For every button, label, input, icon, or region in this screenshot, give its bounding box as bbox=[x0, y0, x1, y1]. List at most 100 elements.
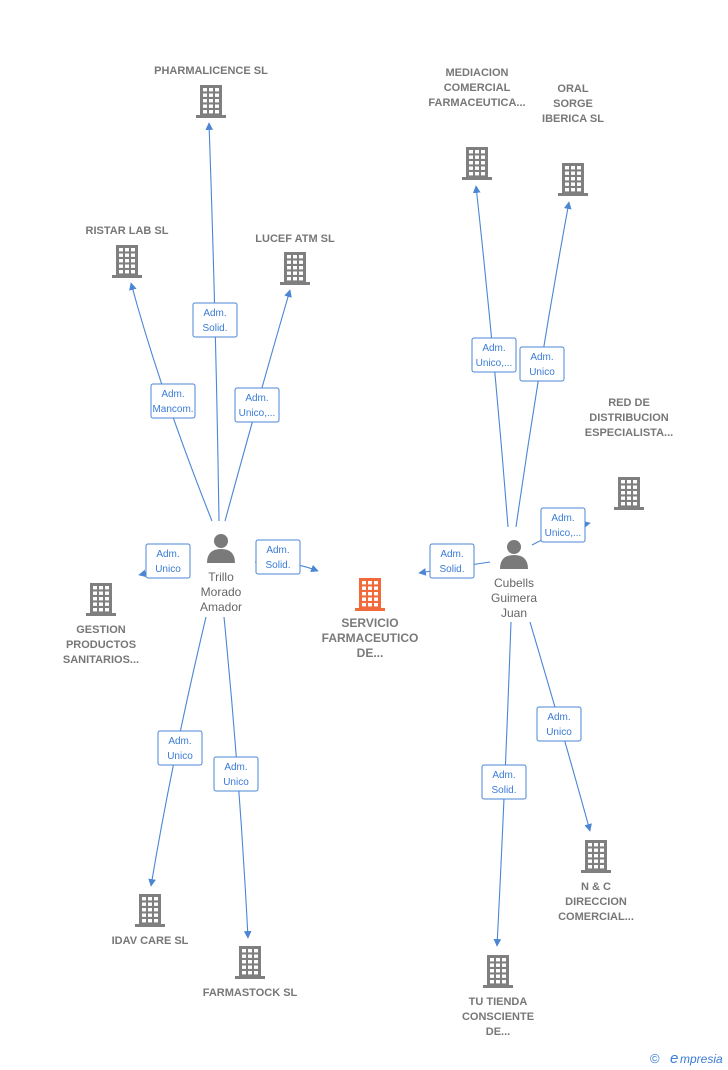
role-label-text: Adm. bbox=[161, 389, 184, 400]
node-label-line: SERVICIO bbox=[341, 616, 398, 630]
role-label[interactable]: Adm. Unico bbox=[519, 346, 565, 382]
role-label[interactable]: Adm. Unico bbox=[536, 706, 582, 742]
node-label-line: PHARMALICENCE SL bbox=[154, 65, 268, 77]
node-label-line: FARMACEUTICO bbox=[322, 631, 419, 645]
role-label[interactable]: Adm. Mancom. bbox=[150, 383, 196, 419]
role-label[interactable]: Adm.Unico bbox=[157, 730, 203, 766]
node-label-line: IBERICA SL bbox=[542, 113, 604, 125]
focus-company-node[interactable]: SERVICIOFARMACEUTICODE... bbox=[322, 578, 419, 660]
node-label-line: Guimera bbox=[491, 591, 537, 605]
role-label-text: Adm. bbox=[156, 549, 179, 560]
role-label[interactable]: Adm. Solid. bbox=[192, 302, 238, 338]
node-label-line: CONSCIENTE bbox=[462, 1011, 534, 1023]
company-node-oral[interactable]: ORAL SORGE IBERICA SL bbox=[542, 83, 604, 196]
company-node-mediacion[interactable]: MEDIACION COMERCIAL FARMACEUTICA... bbox=[428, 67, 526, 180]
role-label[interactable]: Adm.Unico bbox=[145, 543, 191, 579]
node-label-line: DE... bbox=[486, 1026, 510, 1038]
building-icon bbox=[135, 894, 165, 927]
node-label-line: ESPECIALISTA... bbox=[585, 427, 673, 439]
edge-trillo-ristar: Adm. Mancom. bbox=[129, 282, 213, 522]
role-label-text: Solid. bbox=[265, 560, 290, 571]
copyright-symbol: © bbox=[650, 1051, 660, 1066]
node-label-line: Juan bbox=[501, 606, 527, 620]
building-icon bbox=[581, 840, 611, 873]
building-icon bbox=[112, 245, 142, 278]
role-label-text: Adm. bbox=[203, 308, 226, 319]
role-label-box bbox=[540, 507, 586, 543]
node-label-line: DISTRIBUCION bbox=[589, 412, 669, 424]
role-label-text: Unico bbox=[529, 367, 555, 378]
watermark-logo-letter: e bbox=[670, 1050, 678, 1067]
role-label-box bbox=[536, 706, 582, 742]
role-label[interactable]: Adm. Solid. bbox=[429, 543, 475, 579]
company-node-idav[interactable]: IDAV CARE SL bbox=[112, 894, 189, 947]
edge-cubells-oral: Adm. Unico bbox=[515, 201, 572, 528]
company-node-lucef[interactable]: LUCEF ATM SL bbox=[255, 233, 335, 285]
node-label-line: SANITARIOS... bbox=[63, 654, 139, 666]
role-label-text: Unico,... bbox=[239, 408, 276, 419]
edge-cubells-mediacion: Adm.Unico,... bbox=[471, 185, 517, 528]
role-label[interactable]: Adm.Unico,... bbox=[540, 507, 586, 543]
role-label-text: Adm. bbox=[266, 545, 289, 556]
role-label[interactable]: Adm.Unico bbox=[213, 756, 259, 792]
node-label-line: TU TIENDA bbox=[469, 996, 528, 1008]
node-label-line: RED DE bbox=[608, 397, 650, 409]
building-icon bbox=[235, 946, 265, 979]
company-node-tutienda[interactable]: TU TIENDA CONSCIENTE DE... bbox=[462, 955, 534, 1038]
role-label-text: Solid. bbox=[202, 323, 227, 334]
role-label[interactable]: Adm.Solid. bbox=[481, 764, 527, 800]
node-label-line: PRODUCTOS bbox=[66, 639, 136, 651]
role-label[interactable]: Adm.Unico,... bbox=[234, 387, 280, 423]
building-icon bbox=[196, 85, 226, 118]
company-node-nc[interactable]: N & CDIRECCIONCOMERCIAL... bbox=[558, 840, 634, 923]
role-label-text: Adm. bbox=[440, 549, 463, 560]
role-label-text: Adm. bbox=[547, 712, 570, 723]
node-label-line: FARMACEUTICA... bbox=[428, 97, 525, 109]
role-label-box bbox=[213, 756, 259, 792]
nodes-layer: PHARMALICENCE SL RISTAR LAB SL LUCEF ATM S… bbox=[63, 65, 673, 1038]
company-node-ristar[interactable]: RISTAR LAB SL bbox=[86, 225, 169, 278]
role-label-text: Unico bbox=[546, 727, 572, 738]
role-label-text: Unico,... bbox=[476, 358, 513, 369]
building-icon bbox=[86, 583, 116, 616]
edge-cubells-nc: Adm. Unico bbox=[529, 621, 592, 832]
company-node-red[interactable]: RED DE DISTRIBUCION ESPECIALISTA... bbox=[585, 397, 673, 510]
role-label[interactable]: Adm. Solid. bbox=[255, 539, 301, 575]
role-label-box bbox=[471, 337, 517, 373]
role-label-text: Solid. bbox=[439, 564, 464, 575]
node-label-line: ORAL bbox=[557, 83, 588, 95]
role-label-text: Adm. bbox=[224, 762, 247, 773]
building-icon bbox=[355, 578, 385, 611]
role-label-box bbox=[429, 543, 475, 579]
node-label-line: Amador bbox=[200, 600, 242, 614]
role-label-text: Adm. bbox=[530, 352, 553, 363]
node-label-line: GESTION bbox=[76, 624, 126, 636]
role-label-box bbox=[145, 543, 191, 579]
edge-trillo-farmastock: Adm.Unico bbox=[213, 616, 259, 939]
edge-trillo-pharmalicence: Adm. Solid. bbox=[192, 122, 238, 522]
edge-trillo-idav: Adm.Unico bbox=[148, 616, 207, 887]
role-label-text: Mancom. bbox=[152, 404, 193, 415]
node-label-line: MEDIACION bbox=[446, 67, 509, 79]
company-node-pharmalicence[interactable]: PHARMALICENCE SL bbox=[154, 65, 268, 118]
company-node-gestion[interactable]: GESTION PRODUCTOS SANITARIOS... bbox=[63, 583, 139, 666]
person-icon bbox=[207, 534, 235, 563]
node-label-line: DE... bbox=[357, 646, 384, 660]
node-label-line: FARMASTOCK SL bbox=[203, 987, 298, 999]
watermark: © e mpresia bbox=[650, 1050, 723, 1067]
node-label-line: SORGE bbox=[553, 98, 593, 110]
edge-trillo-lucef: Adm.Unico,... bbox=[224, 289, 292, 522]
role-label-text: Adm. bbox=[551, 513, 574, 524]
edge-trillo-gestion: Adm.Unico bbox=[138, 543, 191, 579]
node-label-line: Morado bbox=[201, 585, 242, 599]
edge-cubells-red: Adm.Unico,... bbox=[531, 507, 591, 546]
edge-trillo-focus: Adm. Solid. bbox=[254, 539, 319, 575]
building-icon bbox=[558, 163, 588, 196]
node-label-line: IDAV CARE SL bbox=[112, 935, 189, 947]
role-label-text: Adm. bbox=[492, 770, 515, 781]
node-label-line: COMERCIAL bbox=[444, 82, 511, 94]
company-node-farmastock[interactable]: FARMASTOCK SL bbox=[203, 946, 298, 999]
role-label[interactable]: Adm.Unico,... bbox=[471, 337, 517, 373]
